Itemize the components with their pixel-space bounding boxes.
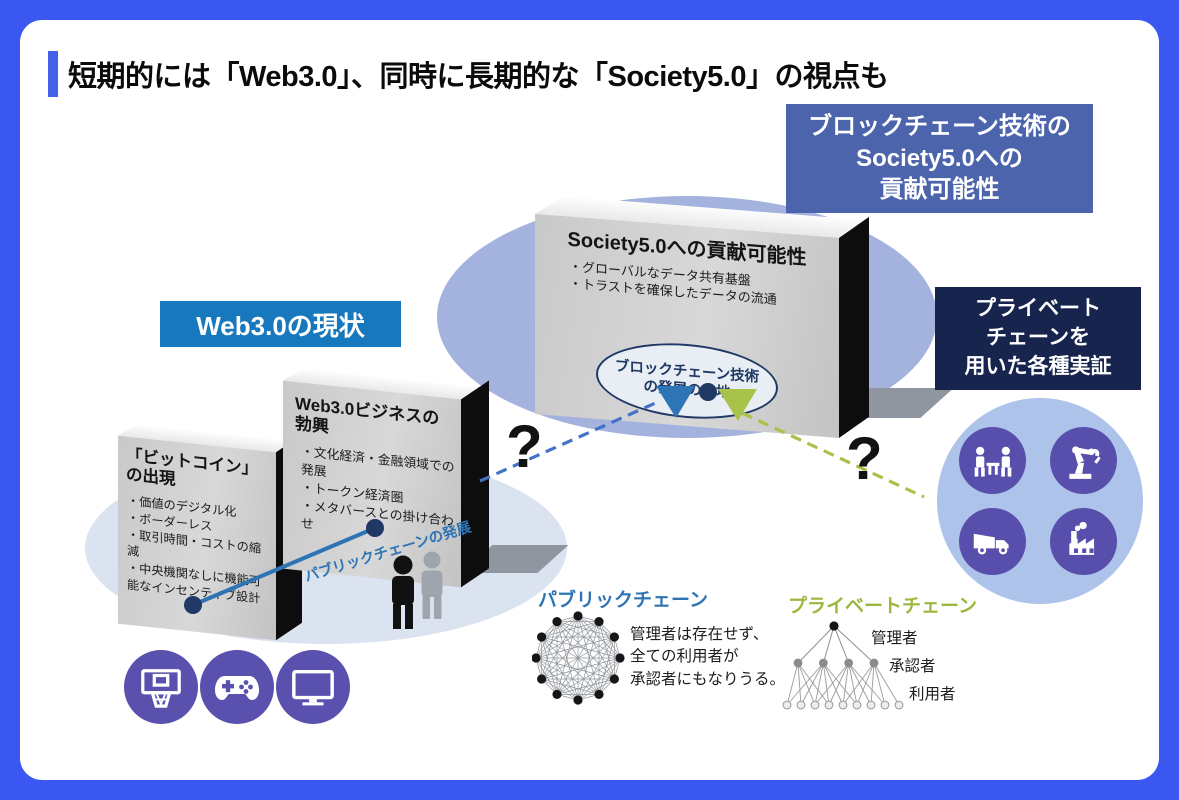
private-chain-tree-diagram	[782, 621, 904, 710]
factory-icon	[1050, 508, 1117, 575]
society-panel: Society5.0への貢献可能性 ・グローバルなデータ共有基盤 ・トラストを確…	[535, 196, 869, 438]
tree-label-user: 利用者	[909, 686, 956, 703]
society-panel-sideface	[839, 216, 869, 438]
private-chain-title: プライベートチェーン	[788, 596, 978, 617]
meeting-glyph	[974, 446, 1011, 477]
meeting-icon	[959, 427, 1026, 494]
bitcoin-panel-front: 「ビットコイン」の出現 ・価値のデジタル化 ・ボーダーレス ・取引時間・コストの…	[118, 435, 276, 641]
robot-arm-glyph	[1068, 445, 1100, 479]
robot-arm-icon	[1050, 427, 1117, 494]
question-mark-right: ?	[846, 425, 883, 492]
dump-truck-icon	[959, 508, 1026, 575]
basketball-icon	[124, 650, 198, 724]
monitor-glyph	[292, 669, 334, 706]
private-trials-circle	[937, 398, 1143, 604]
public-chain-mesh-diagram	[532, 611, 625, 705]
gamepad-glyph	[215, 676, 259, 700]
public-chain-title: パブリックチェーン	[538, 590, 709, 611]
title-accent-bar	[48, 51, 58, 97]
badge-blockchain-society: ブロックチェーン技術の Society5.0への 貢献可能性	[786, 104, 1093, 213]
monitor-icon	[276, 650, 350, 724]
factory-glyph	[1068, 521, 1094, 555]
bitcoin-panel: 「ビットコイン」の出現 ・価値のデジタル化 ・ボーダーレス ・取引時間・コストの…	[118, 424, 302, 641]
society-panel-front: Society5.0への貢献可能性 ・グローバルなデータ共有基盤 ・トラストを確…	[535, 214, 839, 438]
web3biz-panel-sideface	[461, 380, 489, 588]
public-chain-description: 管理者は存在せず、 全ての利用者が 承認者にもなりうる。	[630, 626, 786, 688]
tree-label-admin: 管理者	[871, 630, 918, 647]
basketball-hoop-glyph	[141, 669, 181, 708]
gamepad-icon	[200, 650, 274, 724]
tree-label-approver: 承認者	[889, 658, 936, 675]
page-title: 短期的には「Web3.0」、同時に長期的な「Society5.0」の視点も	[68, 61, 889, 93]
dump-truck-glyph	[973, 533, 1009, 554]
bitcoin-panel-bullets: ・価値のデジタル化 ・ボーダーレス ・取引時間・コストの縮減 ・中央機関なしに機…	[127, 493, 276, 610]
blockchain-potential-ellipse: ブロックチェーン技術の発展の余地	[596, 336, 778, 426]
question-mark-left: ?	[506, 413, 543, 480]
badge-web3-current: Web3.0の現状	[160, 301, 401, 347]
slide-card: 短期的には「Web3.0」、同時に長期的な「Society5.0」の視点も So…	[20, 20, 1159, 780]
badge-private-trials: プライベート チェーンを 用いた各種実証	[935, 287, 1141, 390]
